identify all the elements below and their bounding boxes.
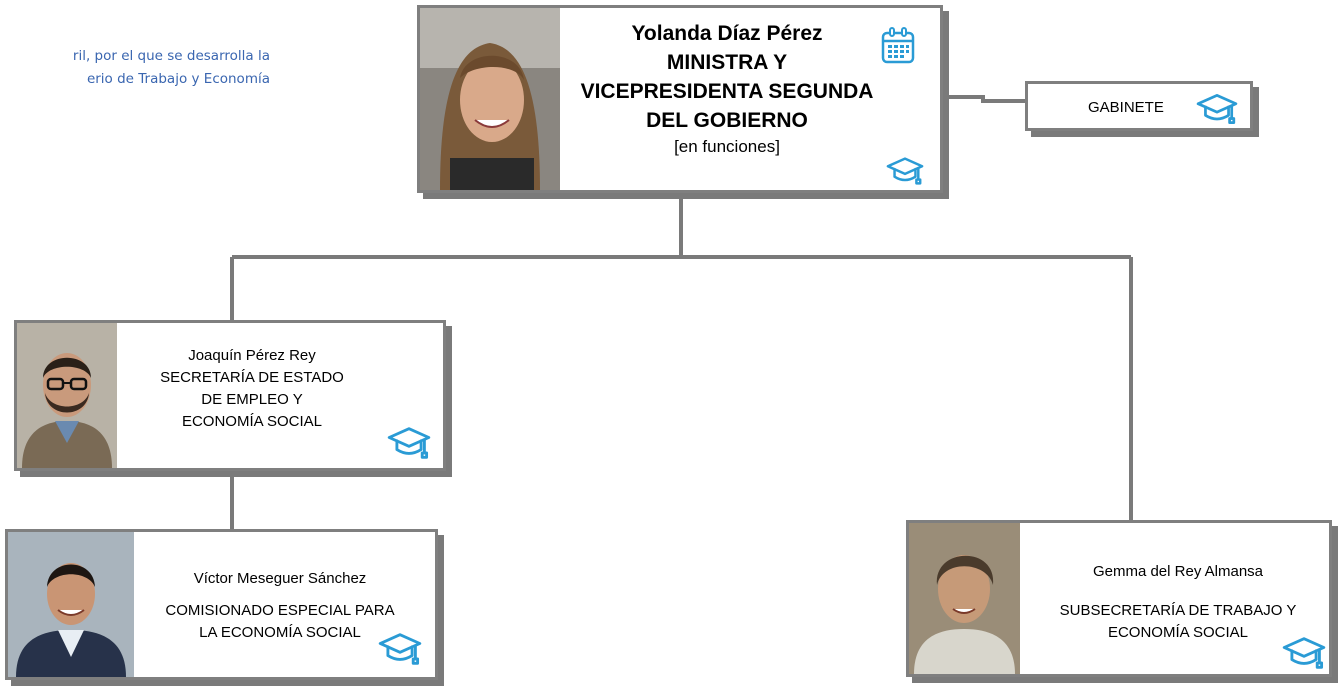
- graduation-cap-icon[interactable]: [1196, 93, 1238, 125]
- subsecretaria-title-line-1: SUBSECRETARÍA DE TRABAJO Y: [1059, 602, 1297, 619]
- comisionado-photo: [8, 532, 134, 677]
- minister-photo: [420, 8, 560, 190]
- intro-text-line-1: ril, por el que se desarrolla la: [72, 48, 270, 64]
- secretaria-estado-box[interactable]: Joaquín Pérez Rey SECRETARÍA DE ESTADO D…: [14, 320, 446, 471]
- graduation-cap-icon[interactable]: [1282, 636, 1326, 670]
- minister-title-line-3: DEL GOBIERNO: [646, 109, 808, 132]
- minister-name: Yolanda Díaz Pérez: [631, 22, 823, 45]
- secretaria-photo: [17, 323, 117, 468]
- comisionado-title-line-2: LA ECONOMÍA SOCIAL: [199, 624, 361, 641]
- subsecretaria-name: Gemma del Rey Almansa: [1092, 563, 1264, 580]
- minister-title-line-1: MINISTRA Y: [666, 51, 788, 74]
- graduation-cap-icon[interactable]: [378, 632, 422, 666]
- subsecretaria-text: Gemma del Rey Almansa SUBSECRETARÍA DE T…: [1033, 561, 1323, 644]
- secretaria-title-line-2: DE EMPLEO Y: [201, 391, 303, 408]
- calendar-icon[interactable]: [880, 27, 916, 65]
- minister-text: Yolanda Díaz Pérez MINISTRA Y VICEPRESID…: [562, 19, 892, 159]
- minister-box[interactable]: Yolanda Díaz Pérez MINISTRA Y VICEPRESID…: [417, 5, 943, 193]
- subsecretaria-photo: [909, 523, 1020, 674]
- connector-minister-gabinete: [946, 95, 1025, 103]
- comisionado-box[interactable]: Víctor Meseguer Sánchez COMISIONADO ESPE…: [5, 529, 438, 680]
- comisionado-text: Víctor Meseguer Sánchez COMISIONADO ESPE…: [158, 568, 402, 644]
- graduation-cap-icon[interactable]: [387, 426, 431, 460]
- comisionado-title-line-1: COMISIONADO ESPECIAL PARA: [165, 602, 395, 619]
- intro-text: ril, por el que se desarrolla la erio de…: [0, 45, 270, 91]
- gabinete-label: GABINETE: [1088, 99, 1164, 116]
- subsecretaria-title-line-2: ECONOMÍA SOCIAL: [1107, 624, 1249, 641]
- secretaria-text: Joaquín Pérez Rey SECRETARÍA DE ESTADO D…: [147, 345, 357, 433]
- comisionado-name: Víctor Meseguer Sánchez: [193, 570, 367, 587]
- intro-text-line-2: erio de Trabajo y Economía: [86, 71, 270, 87]
- graduation-cap-icon[interactable]: [886, 156, 924, 186]
- subsecretaria-box[interactable]: Gemma del Rey Almansa SUBSECRETARÍA DE T…: [906, 520, 1332, 677]
- secretaria-name: Joaquín Pérez Rey: [188, 347, 316, 364]
- secretaria-title-line-3: ECONOMÍA SOCIAL: [181, 413, 323, 430]
- minister-title-line-2: VICEPRESIDENTA SEGUNDA: [580, 80, 874, 103]
- minister-status: [en funciones]: [674, 137, 780, 156]
- gabinete-box[interactable]: GABINETE: [1025, 81, 1253, 131]
- secretaria-title-line-1: SECRETARÍA DE ESTADO: [160, 369, 344, 386]
